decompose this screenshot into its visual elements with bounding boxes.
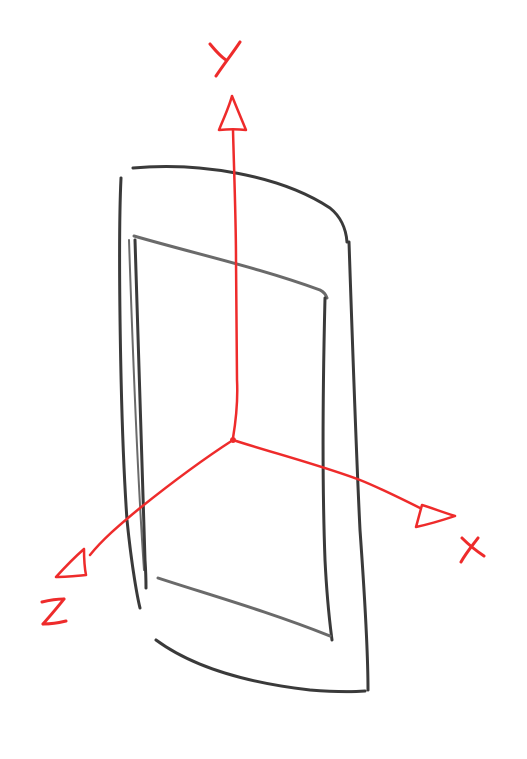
outer-top-edge <box>131 165 349 244</box>
x-label-glyph <box>459 536 486 564</box>
z-axis-line <box>88 438 235 557</box>
axes <box>40 40 486 626</box>
screen-right-edge <box>321 296 334 642</box>
screen-left-edge <box>133 238 148 590</box>
outer-left-edge-inner <box>128 239 145 571</box>
y-label-glyph <box>208 40 242 78</box>
x-axis-line <box>231 438 422 510</box>
y-arrowhead <box>217 94 248 132</box>
z-label-glyph <box>40 597 68 626</box>
y-axis-line <box>231 128 239 440</box>
z-axis-label: Z <box>44 597 65 632</box>
outer-bottom-edge <box>154 638 367 694</box>
screen-top-edge <box>132 234 329 300</box>
device-outline <box>118 165 370 694</box>
x-axis-label: X <box>462 533 483 568</box>
y-axis-label: Y <box>215 43 235 78</box>
x-arrowhead <box>414 503 457 529</box>
outer-left-edge <box>118 176 142 610</box>
z-arrowhead <box>54 547 88 579</box>
screen-bottom-edge <box>156 576 332 638</box>
outer-right-edge <box>347 240 370 692</box>
